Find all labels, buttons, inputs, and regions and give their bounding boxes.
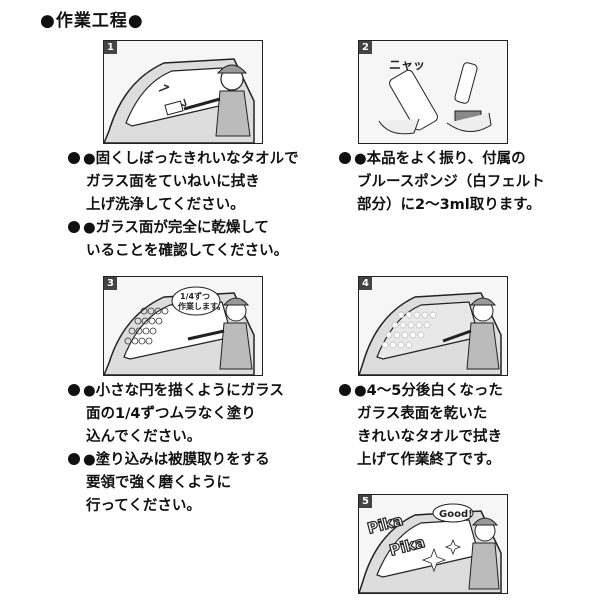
step-1-text: ●固くしぼったきれいなタオルで ガラス面をていねいに拭き 上げ洗浄してください。… <box>68 148 299 263</box>
step-3-text: ●小さな円を描くようにガラス 面の1/4ずつムラなく塗り 込んでください。 ●塗… <box>68 380 284 518</box>
step-2-number: 2 <box>359 41 372 54</box>
step-5-illustration: 5 Pika Pika Good! <box>358 494 508 594</box>
step-3-illustration: 3 1/4ずつ 作業します。 <box>103 276 263 376</box>
page-title: ●作業工程● <box>40 11 144 31</box>
step-4-number: 4 <box>359 277 372 290</box>
step-3-number: 3 <box>104 277 117 290</box>
speech-bubble-line-2: 作業します。 <box>178 301 225 311</box>
step-1-illustration: 1 <box>103 40 263 144</box>
step-2-illustration: 2 ニャッ <box>358 40 508 144</box>
shake-sound-effect: ニャッ <box>389 58 425 72</box>
step-4-text: ●4〜5分後白くなった ガラス表面を乾いた きれいなタオルで拭き 上げて作業終了… <box>339 380 503 472</box>
good-speech-bubble: Good! <box>439 509 473 520</box>
step-2-text: ●本品をよく振り、付属の ブルースポンジ（白フェルト 部分）に2〜3ml取ります… <box>339 148 545 217</box>
step-4-illustration: 4 <box>358 276 508 376</box>
speech-bubble-line-1: 1/4ずつ <box>180 291 210 301</box>
step-5-number: 5 <box>359 495 372 508</box>
step-1-number: 1 <box>104 41 117 54</box>
